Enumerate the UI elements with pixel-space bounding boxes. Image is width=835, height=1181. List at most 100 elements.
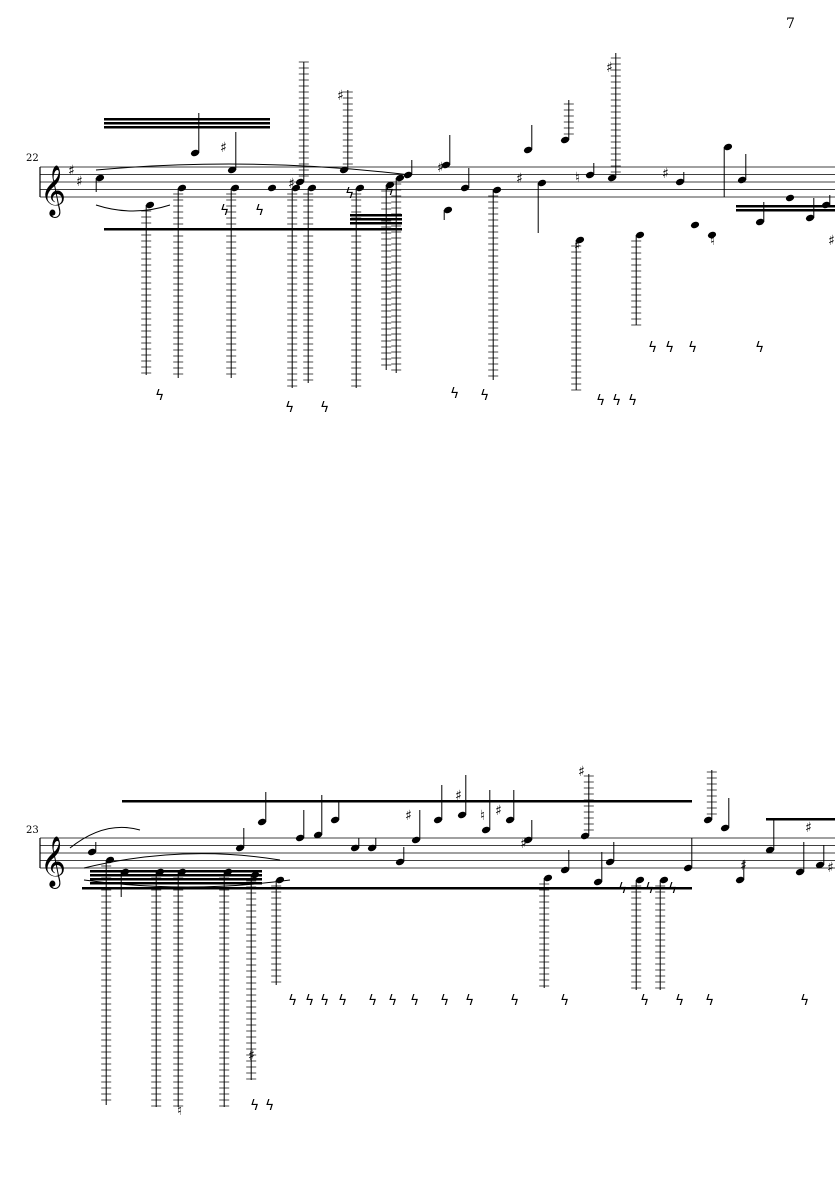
notehead: [395, 174, 405, 182]
notehead: [575, 236, 585, 244]
notehead: [580, 832, 590, 840]
accidental-icon: ♯: [740, 858, 747, 874]
rest-icon: ϟ: [705, 993, 714, 1009]
rest-icon: ϟ: [800, 993, 809, 1009]
slur: [83, 879, 291, 888]
beam: [350, 214, 402, 217]
rest-icon: ϟ: [465, 993, 474, 1009]
notehead: [607, 174, 617, 182]
notehead: [411, 836, 421, 844]
accidental-icon: ♯: [220, 140, 227, 156]
rest-icon: ϟ: [385, 183, 394, 199]
treble-clef-icon: 𝄞: [40, 836, 66, 889]
rest-icon: ϟ: [450, 386, 459, 402]
notehead: [635, 231, 645, 239]
rest-icon: ϟ: [668, 881, 677, 897]
accidental-icon: ♮: [575, 170, 580, 186]
beam: [82, 887, 692, 890]
accidental-icon: ♯: [248, 1048, 255, 1064]
notehead: [441, 161, 451, 169]
rest-icon: ϟ: [345, 186, 354, 202]
notehead: [120, 868, 130, 876]
rest-icon: ϟ: [320, 400, 329, 416]
rest-icon: ϟ: [410, 993, 419, 1009]
notehead: [267, 184, 277, 192]
notehead: [367, 844, 377, 852]
notehead: [105, 856, 115, 864]
notehead: [585, 171, 595, 179]
notehead: [537, 179, 547, 187]
notehead: [433, 816, 443, 824]
notehead: [395, 858, 405, 866]
beam: [104, 122, 270, 125]
accidental-icon: ♯: [828, 233, 835, 249]
beam: [350, 222, 402, 225]
notehead: [355, 184, 365, 192]
notehead: [707, 231, 717, 239]
notehead: [543, 874, 553, 882]
slur: [69, 826, 141, 849]
notehead: [177, 868, 187, 876]
accidental-icon: ♯: [662, 166, 669, 182]
accidental-icon: ♯: [805, 820, 812, 836]
notehead: [821, 201, 831, 209]
rest-icon: ϟ: [688, 340, 697, 356]
notehead: [230, 184, 240, 192]
notehead: [275, 876, 285, 884]
notehead: [443, 206, 453, 214]
notehead: [291, 184, 301, 192]
beam: [766, 818, 835, 821]
notehead: [223, 868, 233, 876]
notehead: [235, 844, 245, 852]
rest-icon: ϟ: [250, 1098, 259, 1114]
rest-icon: ϟ: [665, 340, 674, 356]
accidental-icon: ♮: [177, 1103, 182, 1119]
beam: [104, 126, 270, 129]
rest-icon: ϟ: [675, 993, 684, 1009]
page-number: 7: [786, 16, 795, 32]
rest-icon: ϟ: [440, 993, 449, 1009]
notehead: [690, 221, 700, 229]
measure-number-22: 22: [26, 153, 39, 164]
rest-icon: ϟ: [338, 993, 347, 1009]
rest-icon: ϟ: [628, 393, 637, 409]
slur: [95, 163, 411, 176]
notehead: [815, 861, 825, 869]
accidental-icon: ♯: [337, 88, 344, 104]
rest-icon: ϟ: [265, 1098, 274, 1114]
notehead: [560, 136, 570, 144]
accidental-icon: ♮: [710, 233, 715, 249]
notehead: [659, 876, 669, 884]
beam: [90, 878, 262, 881]
rest-icon: ϟ: [480, 388, 489, 404]
rest-icon: ϟ: [305, 993, 314, 1009]
rest-icon: ϟ: [618, 881, 627, 897]
notehead: [720, 824, 730, 832]
rest-icon: ϟ: [368, 993, 377, 1009]
rest-icon: ϟ: [285, 400, 294, 416]
notehead: [675, 178, 685, 186]
accidental-icon: ♯: [516, 171, 523, 187]
notehead: [593, 878, 603, 886]
notehead: [295, 834, 305, 842]
notehead: [505, 816, 515, 824]
slur: [95, 204, 171, 212]
notehead: [177, 184, 187, 192]
notehead: [765, 846, 775, 854]
notehead: [457, 811, 467, 819]
notehead: [350, 844, 360, 852]
accidental-icon: ♯: [76, 174, 83, 190]
notehead: [95, 174, 105, 182]
rest-icon: ϟ: [560, 993, 569, 1009]
notehead: [307, 184, 317, 192]
rest-icon: ϟ: [255, 203, 264, 219]
accidental-icon: ♮: [480, 808, 485, 824]
accidental-icon: ♯: [827, 860, 834, 876]
rest-icon: ϟ: [596, 393, 605, 409]
notehead: [145, 201, 155, 209]
measure-number-23: 23: [26, 825, 39, 836]
beam: [350, 218, 402, 221]
notehead: [755, 218, 765, 226]
